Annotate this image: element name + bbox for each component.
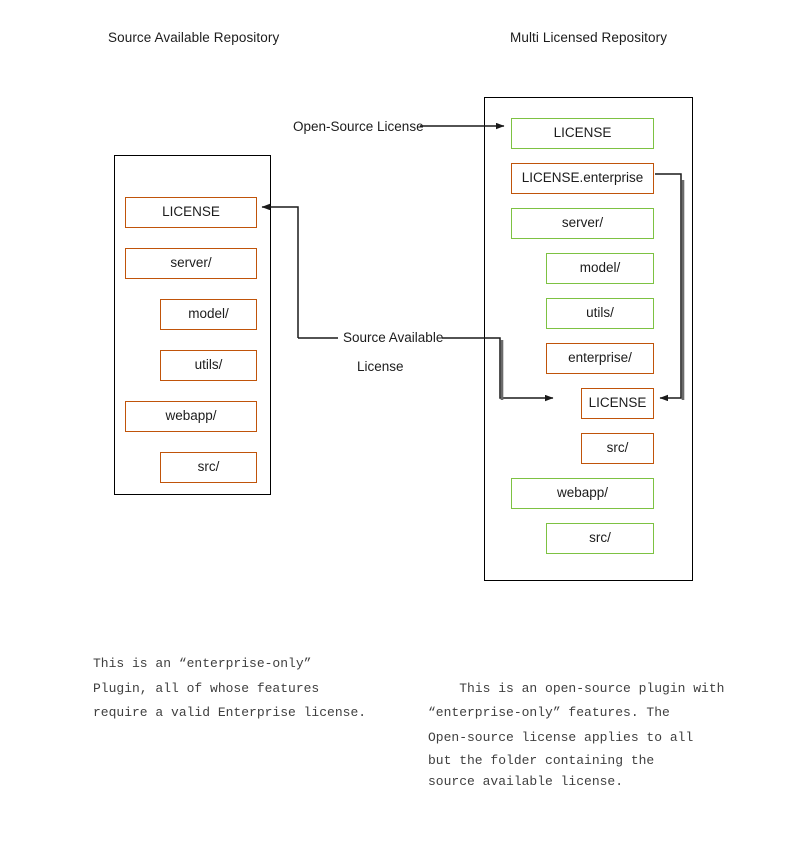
repo-item-license: LICENSE <box>511 118 654 149</box>
repo-item-model: model/ <box>160 299 257 330</box>
right-caption-part1: This is an open-source plugin with “ente… <box>428 680 725 745</box>
repo-item-webapp: webapp/ <box>511 478 654 509</box>
connector-source-available-to-left <box>261 203 338 339</box>
repo-item-enterprise: enterprise/ <box>546 343 654 374</box>
repo-item-webapp: webapp/ <box>125 401 257 432</box>
repo-item-src: src/ <box>546 523 654 554</box>
repo-item-model: model/ <box>546 253 654 284</box>
repo-item-src: src/ <box>581 433 654 464</box>
left-repo-caption: This is an “enterprise-only” Plugin, all… <box>93 656 367 720</box>
left-repo-title: Source Available Repository <box>108 30 280 45</box>
diagram-canvas: Source Available Repository Multi Licens… <box>93 30 724 789</box>
right-repo-caption: This is an open-source plugin with “ente… <box>428 652 724 841</box>
repo-item-src: src/ <box>160 452 257 483</box>
repo-item-utils: utils/ <box>160 350 257 381</box>
repo-item-utils: utils/ <box>546 298 654 329</box>
repo-item-license: LICENSE <box>581 388 654 419</box>
repo-item-server: server/ <box>511 208 654 239</box>
edge-label-source-available-line2: License <box>357 359 404 374</box>
edge-label-source-available-line1: Source Available <box>343 330 444 345</box>
repo-item-license: LICENSE <box>125 197 257 228</box>
repo-item-server: server/ <box>125 248 257 279</box>
right-repo-title: Multi Licensed Repository <box>510 30 668 45</box>
repo-item-license-enterprise: LICENSE.enterprise <box>511 163 654 194</box>
right-caption-part2: but the folder containing the source ava… <box>428 753 655 789</box>
edge-label-open-source-license: Open-Source License <box>293 119 424 134</box>
